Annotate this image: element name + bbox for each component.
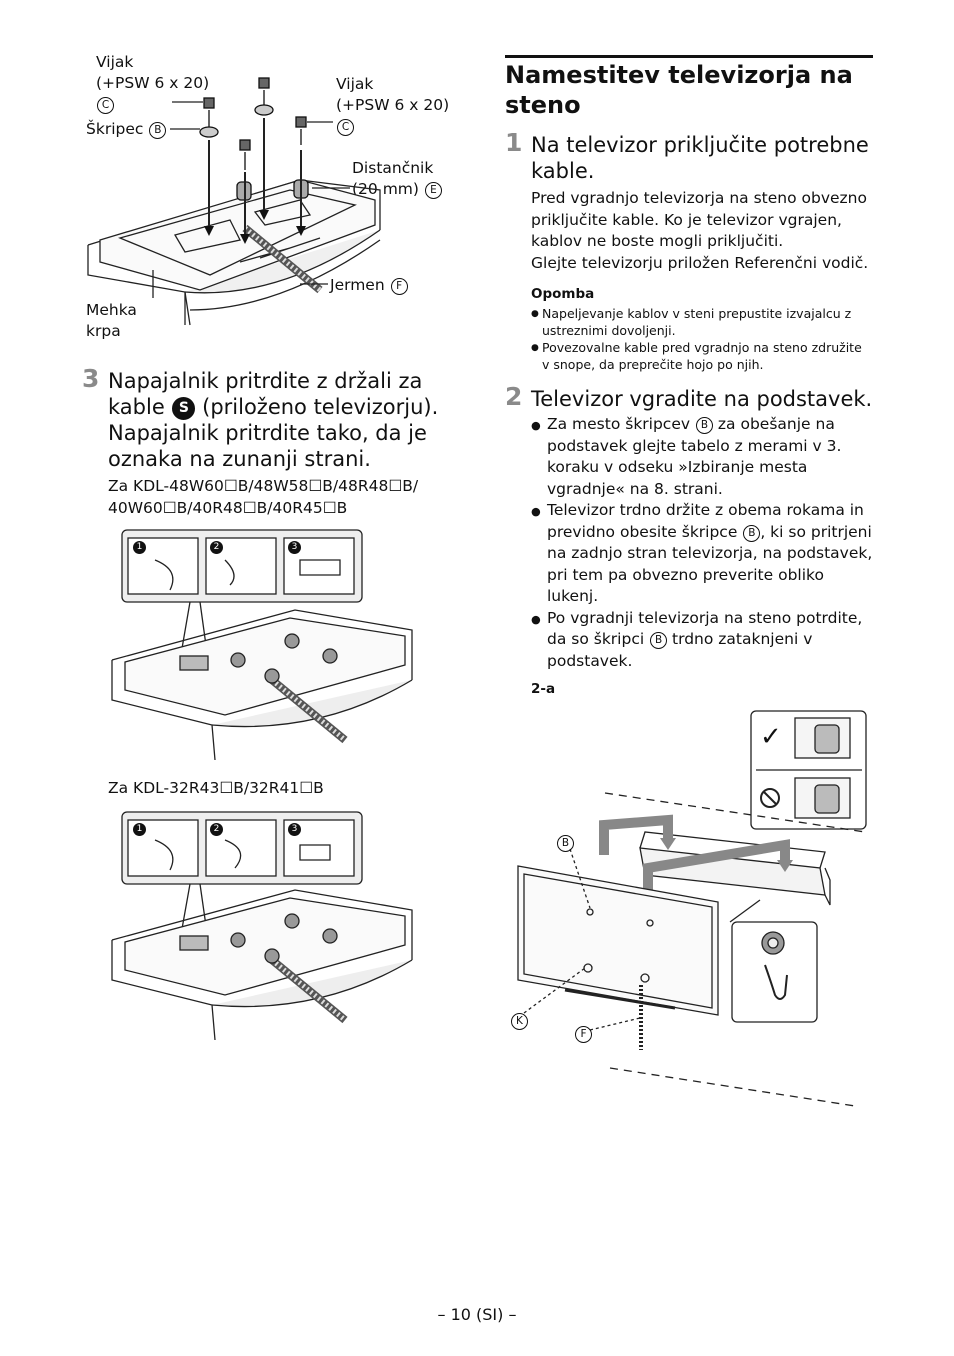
note-item: Povezovalne kable pred vgradnjo na steno… xyxy=(531,339,871,373)
spacer-label: Distančnik (20 mm) E xyxy=(352,158,442,200)
ok-symbol: ✓ xyxy=(760,722,782,752)
bullet-text-post: , ki so pritrjeni na zadnjo stran televi… xyxy=(547,522,873,606)
substep-1-b: 1 xyxy=(133,823,146,836)
bullet-text-pre: Za mesto škripcev xyxy=(547,415,691,433)
cloth-label: Mehka krpa xyxy=(86,301,137,340)
marker-e: E xyxy=(425,182,442,199)
marker-b: B xyxy=(743,524,761,542)
figure-marker-b: B xyxy=(556,832,574,852)
step3-number: 3 xyxy=(82,364,100,393)
bullet-text-pre: Televizor trdno držite z obema rokama in… xyxy=(547,501,864,541)
models-b: Za KDL-32R43☐B/32R41☐B xyxy=(108,779,324,797)
bullet-text-post: za obešanje na podstavek glejte tabelo z… xyxy=(547,415,842,498)
marker-c: C xyxy=(97,97,114,114)
step2-bullet: Za mesto škripcev B za obešanje na podst… xyxy=(531,414,876,500)
step1-number: 1 xyxy=(505,128,523,157)
models-a: Za KDL-48W60☐B/48W58☐B/48R48☐B/ 40W60☐B/… xyxy=(108,477,419,517)
step2-number: 2 xyxy=(505,382,523,411)
step1-title: Na televizor priključite potrebne kable. xyxy=(531,133,869,183)
step2-title: Televizor vgradite na podstavek. xyxy=(531,387,873,411)
marker-b: B xyxy=(149,122,167,139)
figure-marker-f: F xyxy=(574,1023,592,1043)
step2-bullet: Televizor trdno držite z obema rokama in… xyxy=(531,500,876,608)
belt-label-text: Jermen xyxy=(330,276,385,294)
bracket-label-text: Škripec xyxy=(86,120,144,138)
substep-2-b: 2 xyxy=(210,823,223,836)
section-rule xyxy=(505,55,873,58)
note-list: Napeljevanje kablov v steni prepustite i… xyxy=(531,305,871,373)
marker-b: B xyxy=(695,417,713,434)
step3-text-a: Napajalnik pritrdite z držali za kable xyxy=(108,369,423,419)
note-heading: Opomba xyxy=(531,286,595,302)
step2-bullet: Po vgradnji televizorja na steno potrdit… xyxy=(531,608,876,673)
step3-text-b: (priloženo televizorju). Napajalnik prit… xyxy=(108,395,439,471)
page-number: – 10 (SI) – xyxy=(437,1305,517,1324)
bracket-label: Škripec B xyxy=(86,119,167,140)
screw-label-right-text: Vijak (+PSW 6 x 20) xyxy=(336,75,450,114)
step2-bullets: Za mesto škripcev B za obešanje na podst… xyxy=(531,414,876,672)
note-item: Napeljevanje kablov v steni prepustite i… xyxy=(531,305,871,339)
substep-1-a: 1 xyxy=(133,541,146,554)
substep-2-a: 2 xyxy=(210,541,223,554)
marker-f: F xyxy=(575,1026,592,1043)
screw-label-left: Vijak (+PSW 6 x 20) C xyxy=(96,52,209,115)
section-title: Namestitev televizorja na steno xyxy=(505,61,853,119)
screw-label-left-text: Vijak (+PSW 6 x 20) xyxy=(96,53,210,92)
bullet-text-pre: Po vgradnji televizorja na steno potrdit… xyxy=(547,608,863,649)
spacer-label-text: Distančnik (20 mm) xyxy=(352,159,434,198)
figure-marker-k: K xyxy=(510,1010,528,1030)
step3-text: Napajalnik pritrdite z držali za kable S… xyxy=(108,368,458,472)
bullet-text-post: trdno zataknjeni v podstavek. xyxy=(547,630,813,670)
belt-label: Jermen F xyxy=(330,275,408,296)
marker-s: S xyxy=(172,397,196,420)
figure-label: 2-a xyxy=(531,681,556,697)
step1-body: Pred vgradnjo televizorja na steno obvez… xyxy=(531,189,869,272)
marker-b: B xyxy=(557,835,574,852)
substep-3-b: 3 xyxy=(288,823,301,836)
marker-c-right: C xyxy=(337,119,354,136)
marker-b: B xyxy=(650,632,668,649)
screw-label-right: Vijak (+PSW 6 x 20) C xyxy=(336,74,449,137)
substep-3-a: 3 xyxy=(288,541,301,554)
marker-f: F xyxy=(390,278,408,295)
marker-k: K xyxy=(511,1013,528,1030)
